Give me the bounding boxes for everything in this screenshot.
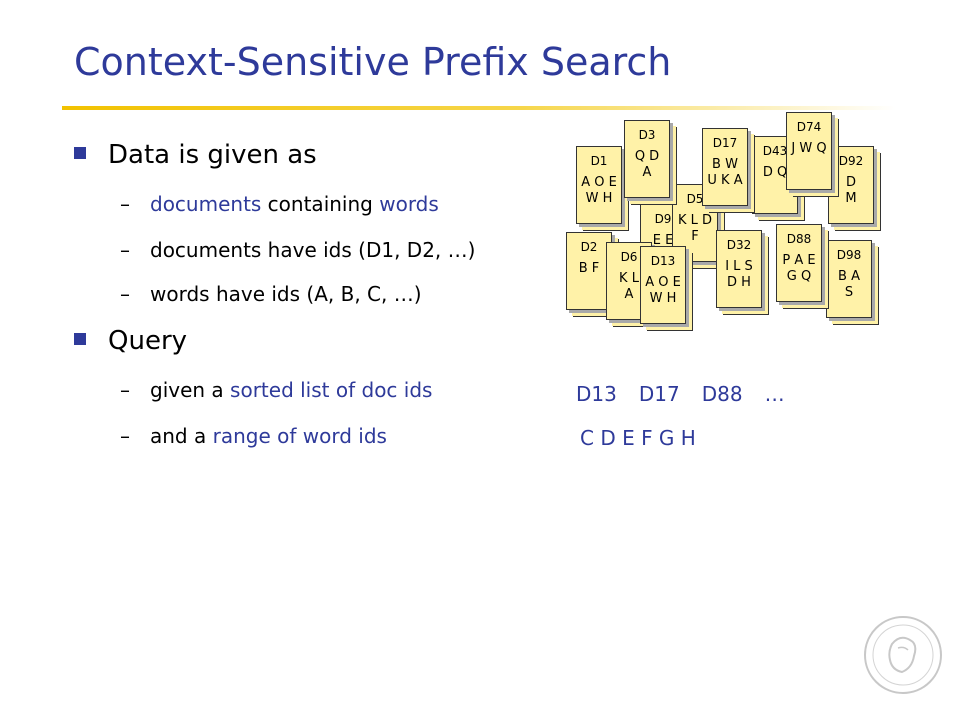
- dash-marker: –: [120, 282, 130, 306]
- document-id: D1: [590, 154, 608, 168]
- dash-marker: –: [120, 378, 130, 402]
- result-doc-id: D13: [576, 382, 617, 406]
- plain-text: given a: [150, 378, 231, 402]
- result-doc-ids: D13 D17 D88 …: [576, 382, 807, 406]
- result-word-range: C D E F G H: [580, 426, 696, 450]
- document-card: D2 B F: [566, 232, 612, 310]
- document-words: I L S: [725, 259, 753, 274]
- document-words: A: [624, 287, 634, 302]
- document-id: D74: [796, 120, 822, 134]
- document-words: D: [845, 175, 856, 190]
- document-words: M: [845, 191, 857, 206]
- document-words: J W Q: [791, 141, 827, 156]
- document-words: B F: [578, 261, 600, 276]
- document-words: W H: [649, 291, 677, 306]
- document-words: E E: [652, 233, 674, 248]
- dash-marker: –: [120, 192, 130, 216]
- plain-text: words have ids (A, B, C, …): [150, 282, 422, 306]
- document-id: D17: [712, 136, 738, 150]
- dash-marker: –: [120, 238, 130, 262]
- document-id: D88: [786, 232, 812, 246]
- highlighted-text: sorted list of doc ids: [230, 378, 433, 402]
- slide-title: Context-Sensitive Prefix Search: [74, 40, 672, 84]
- result-doc-id: D17: [638, 382, 680, 406]
- highlighted-text: words: [379, 192, 439, 216]
- highlighted-text: range of word ids: [212, 424, 387, 448]
- plain-text: documents have ids (D1, D2, …): [150, 238, 476, 262]
- document-words: U K A: [707, 173, 743, 188]
- document-words: D H: [727, 275, 751, 290]
- document-id: D13: [650, 254, 676, 268]
- document-words: G Q: [786, 269, 812, 284]
- document-id: D92: [838, 154, 864, 168]
- query-item: –given a sorted list of doc ids: [120, 378, 432, 402]
- document-words: A: [642, 165, 652, 180]
- document-id: D43: [762, 144, 788, 158]
- bullet-query-heading: Query: [74, 326, 187, 356]
- document-id: D98: [836, 248, 862, 262]
- document-words: A O E: [581, 175, 617, 190]
- document-id: D9: [654, 212, 672, 226]
- document-id: D6: [620, 250, 638, 264]
- title-underline: [62, 106, 896, 110]
- document-words: S: [844, 285, 854, 300]
- result-doc-id: …: [764, 382, 785, 406]
- square-bullet-icon: [74, 147, 86, 159]
- document-card: D74 J W Q: [786, 112, 832, 190]
- document-id: D3: [638, 128, 656, 142]
- bullet-data-heading-text: Data is given as: [108, 140, 317, 170]
- document-words: Q D: [634, 149, 660, 164]
- query-item: –and a range of word ids: [120, 424, 387, 448]
- result-doc-id: D88: [701, 382, 743, 406]
- plain-text: and a: [150, 424, 213, 448]
- document-words: K L D: [677, 213, 713, 228]
- bullet-query-heading-text: Query: [108, 326, 188, 356]
- data-item: –documents containing words: [120, 192, 439, 216]
- document-id: D2: [580, 240, 598, 254]
- highlighted-text: documents: [150, 192, 262, 216]
- data-item: –documents have ids (D1, D2, …): [120, 238, 475, 262]
- document-id: D5: [686, 192, 704, 206]
- document-words: A O E: [645, 275, 681, 290]
- document-words: F: [691, 229, 699, 244]
- square-bullet-icon: [74, 333, 86, 345]
- plain-text: containing: [261, 192, 380, 216]
- document-words: B A: [838, 269, 860, 284]
- document-words: K L: [619, 271, 639, 286]
- document-words: P A E: [782, 253, 816, 268]
- document-words: D Q: [762, 165, 788, 180]
- bullet-data-heading: Data is given as: [74, 140, 317, 170]
- data-item: –words have ids (A, B, C, …): [120, 282, 422, 306]
- document-words: B W: [712, 157, 738, 172]
- institution-seal-icon: [864, 616, 942, 694]
- dash-marker: –: [120, 424, 130, 448]
- document-id: D32: [726, 238, 752, 252]
- document-words: W H: [585, 191, 613, 206]
